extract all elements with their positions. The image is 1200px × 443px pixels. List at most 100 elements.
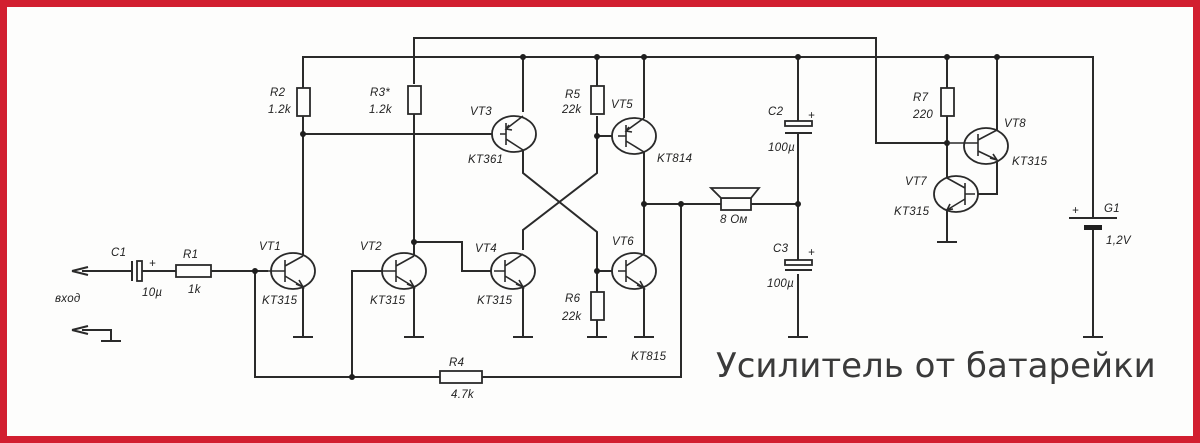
transistor-vt2 [381,252,427,290]
label-vt2: VT2 [360,241,382,253]
label-r2: R2 [270,87,286,99]
junction-dot [795,201,801,207]
label-vt8: VT8 [1004,118,1026,130]
wires [82,37,1094,378]
resistors [175,85,955,384]
junction-dot [678,201,684,207]
label-c1: C1 [111,247,126,259]
resistor-r6 [590,291,605,321]
wire-vt3-e [522,148,598,268]
transistor-vt1 [268,252,316,290]
label-vt6: VT6 [612,236,634,248]
transistor-vt6 [611,252,657,290]
label-r1: R1 [183,249,198,261]
junction-dot [594,268,600,274]
transistor-vt7 [933,175,979,213]
label-input: вход [55,293,81,305]
junction-dot [349,374,355,380]
junction-dot [594,54,600,60]
speaker-cone-icon [708,187,761,199]
wire-vt2-vt4 [414,241,494,272]
wire-vt4-c [522,116,598,250]
resistor-r3 [407,85,422,115]
resistor-r5 [590,85,605,115]
label-c1-value: 10µ [142,287,162,299]
speaker-coil [720,197,752,211]
label-c3-value: 100µ [767,278,794,290]
label-vt1: VT1 [259,241,281,253]
label-vt5-type: KT814 [657,153,692,165]
label-r4: R4 [449,357,464,369]
speaker [708,187,761,211]
label-c2-value: 100µ [768,142,795,154]
label-speaker: 8 Ом [720,214,748,226]
input-arrow-icon [71,266,89,276]
capacitor-c2 [784,120,813,134]
resistor-r4 [439,370,483,384]
wire-positive-rail [302,56,1094,218]
wire-feedback [482,204,682,378]
wire-input-ground [82,329,121,342]
junction-dot [641,201,647,207]
transistor-vt5 [611,117,657,155]
junction-dot [944,54,950,60]
label-g1: G1 [1104,203,1120,215]
label-vt4-type: KT315 [477,295,513,307]
label-vt1-type: KT315 [262,295,298,307]
wire-vt8-e [975,160,998,195]
label-vt4: VT4 [475,243,497,255]
label-r1-value: 1k [188,284,202,296]
label-c1-plus: + [149,258,156,270]
label-vt7: VT7 [905,176,927,188]
label-vt7-type: KT315 [894,206,930,218]
label-r6-value: 22k [561,311,582,323]
ground-arrow-icon [71,325,89,335]
capacitors [131,120,813,282]
junction-dot [594,133,600,139]
label-vt8-type: KT315 [1012,156,1048,168]
transistors [268,115,1009,290]
wire-top-loop [413,37,948,144]
label-r5: R5 [565,89,581,101]
junction-dot [252,268,258,274]
label-c3-plus: + [808,247,815,259]
input-arrows [71,266,89,335]
label-r3-value: 1.2k [369,104,393,116]
diagram-title: Усилитель от батарейки [716,346,1156,386]
label-r7: R7 [913,92,929,104]
junction-dot [300,131,306,137]
label-g1-plus: + [1072,205,1079,217]
transistor-vt8 [948,127,1009,165]
resistor-r7 [940,87,955,117]
label-c2: C2 [768,106,784,118]
labels: C1 + 10µ R1 1k вход R2 1.2k R3* 1.2k R4 … [55,87,1132,401]
junctions [252,54,1000,380]
label-vt6-type: KT815 [631,351,667,363]
label-vt2-type: KT315 [370,295,406,307]
label-c3: C3 [773,243,789,255]
label-vt3-type: KT361 [468,154,503,166]
grounds [293,241,1103,338]
capacitor-c1 [131,260,143,282]
label-r5-value: 22k [561,104,582,116]
label-r2-value: 1.2k [268,104,292,116]
capacitor-c3 [784,259,813,271]
battery-g1 [1069,217,1117,230]
transistor-vt4 [490,252,536,290]
label-c2-plus: + [808,110,815,122]
junction-dot [520,54,526,60]
transistor-vt3 [491,115,537,153]
wire-vt2-base [351,270,382,377]
label-r6: R6 [565,293,581,305]
label-vt5: VT5 [611,99,633,111]
label-r7-value: 220 [912,109,933,121]
label-r4-value: 4.7k [451,389,475,401]
junction-dot [795,54,801,60]
junction-dot [411,239,417,245]
label-vt3: VT3 [470,106,492,118]
resistor-r1 [175,264,212,278]
junction-dot [994,54,1000,60]
label-r3: R3* [370,87,390,99]
